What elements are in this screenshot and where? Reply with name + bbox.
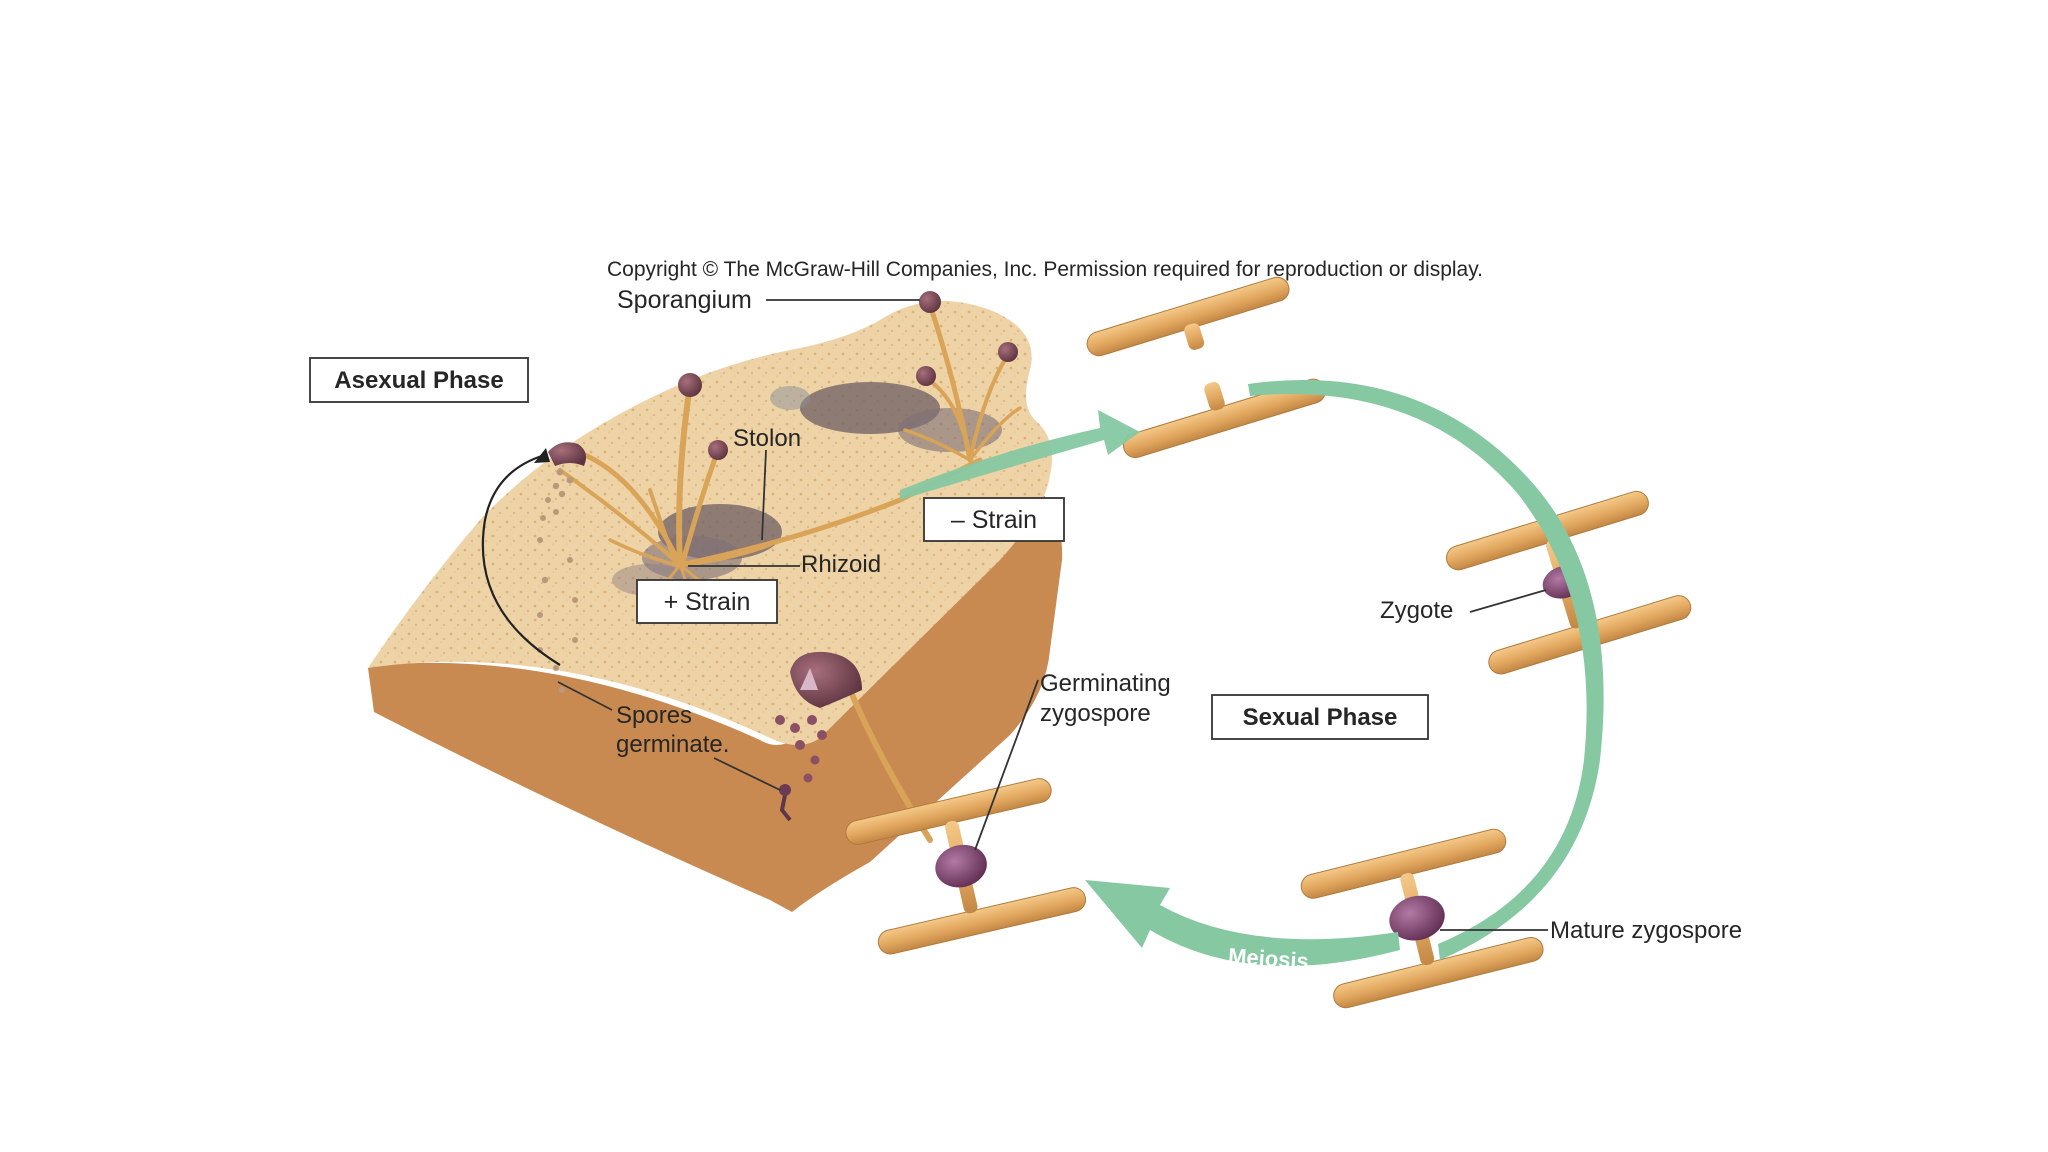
spores-label: Spores xyxy=(616,702,692,729)
hyphae-pair-germinating xyxy=(845,778,1087,955)
zygote-label: Zygote xyxy=(1380,597,1453,624)
mature-zygospore-icon xyxy=(1389,895,1445,941)
zygospore-label: zygospore xyxy=(1040,700,1151,727)
germinate-leader xyxy=(713,757,781,791)
minus-strain-label: – Strain xyxy=(951,506,1037,534)
sporangium-label: Sporangium xyxy=(617,286,752,314)
bread-crust xyxy=(368,470,1063,912)
arrowhead-icon xyxy=(534,448,550,463)
zygote-leader xyxy=(1469,589,1547,613)
copyright-notice: Copyright © The McGraw-Hill Companies, I… xyxy=(607,258,1483,281)
fusion-arrow xyxy=(900,410,1140,500)
germinate-label: germinate. xyxy=(616,731,729,758)
sporangium-icon xyxy=(916,366,936,386)
sporangium-icon xyxy=(708,440,728,460)
plus-strain-box: + Strain xyxy=(636,579,778,624)
plus-strain-label: + Strain xyxy=(664,588,751,616)
sporangium-icon xyxy=(998,342,1018,362)
germinating-label: Germinating xyxy=(1040,670,1171,697)
sexual-phase-box: Sexual Phase xyxy=(1211,694,1429,740)
bread-slice xyxy=(368,301,1063,912)
meiosis-label: Meiosis xyxy=(1227,943,1309,974)
spore-dispersal-arrow xyxy=(481,453,561,666)
germinating-zygospore-icon xyxy=(935,844,987,888)
hyphae-pair-approaching xyxy=(1086,276,1326,459)
rhizoid-label: Rhizoid xyxy=(801,551,881,578)
mature-zygospore-label: Mature zygospore xyxy=(1550,917,1742,944)
sporangium-icon xyxy=(678,373,702,397)
spores-leader xyxy=(557,681,613,711)
asexual-phase-label: Asexual Phase xyxy=(334,367,503,394)
stolon-leader xyxy=(761,449,767,541)
sexual-phase-label: Sexual Phase xyxy=(1243,704,1398,731)
minus-strain-box: – Strain xyxy=(923,497,1065,542)
mold-mycelium xyxy=(552,302,1022,594)
released-spores xyxy=(537,468,578,693)
sporangium-icon xyxy=(919,291,941,313)
hyphae-pair-mature xyxy=(1300,828,1544,1009)
germinating-zygospore-leader xyxy=(974,679,1039,851)
meiosis-arrow xyxy=(1085,880,1400,966)
sporangia xyxy=(548,291,1018,466)
released-spores-2 xyxy=(775,715,827,783)
life-cycle-arc xyxy=(1248,380,1604,960)
bursting-sporangium-icon xyxy=(548,442,586,466)
stolon-label: Stolon xyxy=(733,425,801,452)
asexual-phase-box: Asexual Phase xyxy=(309,357,529,403)
